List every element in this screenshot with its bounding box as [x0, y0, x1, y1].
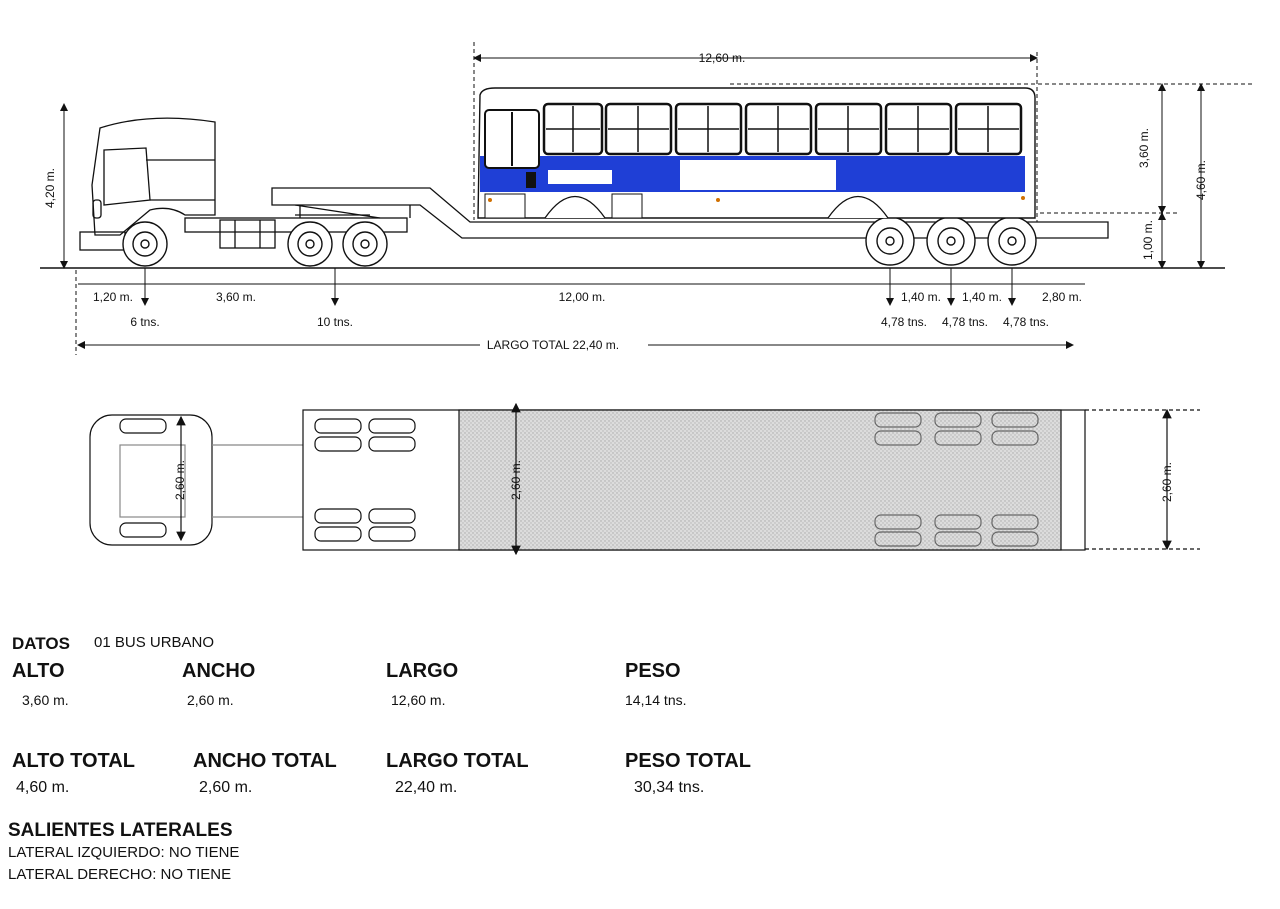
dim-seg-2: 3,60 m.	[216, 290, 256, 304]
dim-seg-4: 1,40 m.	[901, 290, 941, 304]
alto-total-label: ALTO TOTAL	[12, 750, 135, 772]
datos-title: DATOS	[12, 634, 70, 653]
alto-value: 3,60 m.	[22, 692, 69, 708]
bus-cargo	[477, 87, 1036, 219]
ancho-label: ANCHO	[182, 660, 256, 682]
dim-deck-height: 1,00 m.	[1141, 220, 1155, 260]
peso-total-value: 30,34 tns.	[634, 779, 705, 796]
salientes-title: SALIENTES LATERALES	[8, 820, 233, 841]
peso-total-label: PESO TOTAL	[625, 750, 751, 772]
dim-seg-3: 12,00 m.	[559, 290, 606, 304]
dim-width-tractor: 2,60 m.	[173, 460, 187, 500]
load-tractor-rear-axle: 10 tns.	[317, 315, 353, 329]
bus-top-footprint	[458, 409, 1062, 551]
peso-value: 14,14 tns.	[625, 692, 687, 708]
dim-total-height: 4,60 m.	[1194, 160, 1208, 200]
wheels	[122, 216, 1037, 267]
load-front-axle: 6 tns.	[130, 315, 159, 329]
lateral-izquierdo: LATERAL IZQUIERDO: NO TIENE	[8, 844, 240, 861]
largo-total-label: LARGO TOTAL	[386, 750, 529, 772]
top-view-diagram	[89, 402, 1200, 556]
datos-description: 01 BUS URBANO	[94, 634, 215, 651]
dim-width-deck: 2,60 m.	[509, 460, 523, 500]
dim-bus-length: 12,60 m.	[699, 51, 746, 65]
ancho-total-value: 2,60 m.	[199, 779, 253, 796]
largo-total-value: 22,40 m.	[395, 779, 458, 796]
data-panel: DATOS 01 BUS URBANO ALTO 3,60 m. ANCHO 2…	[0, 620, 1280, 909]
side-view-diagram: 12,60 m. 3,60 m. 1,00 m. 4,60 m. 4,20 m.…	[40, 42, 1255, 556]
dim-tractor-height: 4,20 m.	[43, 168, 57, 208]
peso-label: PESO	[625, 660, 681, 682]
dim-total-length: LARGO TOTAL 22,40 m.	[487, 338, 619, 352]
load-trailer-axle-2: 4,78 tns.	[942, 315, 988, 329]
load-trailer-axle-3: 4,78 tns.	[1003, 315, 1049, 329]
ancho-total-label: ANCHO TOTAL	[193, 750, 337, 772]
lateral-derecho: LATERAL DERECHO: NO TIENE	[8, 866, 232, 883]
dim-width-rear: 2,60 m.	[1160, 462, 1174, 502]
dim-seg-6: 2,80 m.	[1042, 290, 1082, 304]
dim-seg-1: 1,20 m.	[93, 290, 133, 304]
dim-seg-5: 1,40 m.	[962, 290, 1002, 304]
largo-label: LARGO	[386, 660, 459, 682]
alto-label: ALTO	[12, 660, 65, 682]
dim-bus-height: 3,60 m.	[1137, 128, 1151, 168]
alto-total-value: 4,60 m.	[16, 779, 70, 796]
ancho-value: 2,60 m.	[187, 692, 234, 708]
load-trailer-axle-1: 4,78 tns.	[881, 315, 927, 329]
largo-value: 12,60 m.	[391, 692, 446, 708]
